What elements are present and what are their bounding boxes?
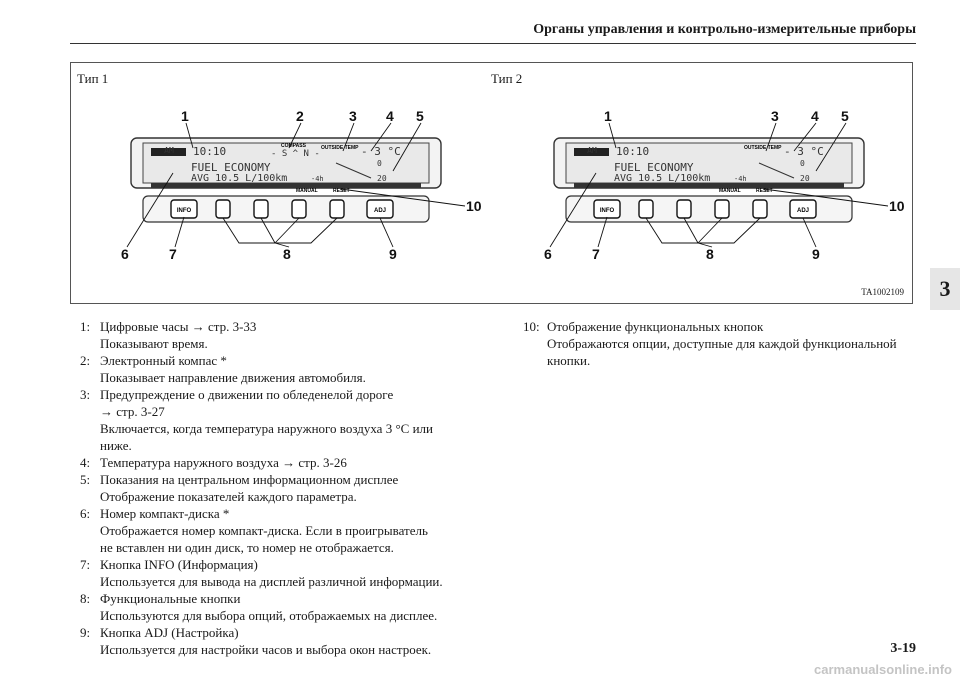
t2-callout-1: 1 <box>604 108 612 124</box>
t2-am: AM <box>587 146 597 155</box>
t2-manual: MANUAL <box>719 188 741 194</box>
figure-code: TA1002109 <box>861 287 904 297</box>
t2-outside-temp-label: OUTSIDE TEMP <box>744 145 782 151</box>
figure-type1-label: Тип 1 <box>77 71 109 86</box>
page-header: Органы управления и контрольно-измерител… <box>533 22 916 37</box>
watermark: carmanualsonline.info <box>814 662 952 677</box>
t2-reset: RESET <box>756 188 773 194</box>
legend-item-10: 10: Отображение функциональных кнопок От… <box>523 319 897 368</box>
t1-callout-2: 2 <box>296 108 304 124</box>
t2-adj-button: ADJ <box>797 208 809 214</box>
t2-minus4h: -4h <box>734 175 747 183</box>
t1-avg: AVG 10.5 L/100km <box>191 173 287 184</box>
t2-callout-7: 7 <box>592 246 600 262</box>
t1-callout-7: 7 <box>169 246 177 262</box>
t1-fuel: FUEL ECONOMY <box>191 161 271 174</box>
t2-zero: 0 <box>800 159 805 168</box>
t1-manual: MANUAL <box>296 188 318 194</box>
legend-right-column: 10: Отображение функциональных кнопок От… <box>523 318 923 369</box>
t1-minus4h: -4h <box>311 175 324 183</box>
t1-callout-5: 5 <box>416 108 424 124</box>
t1-reset: RESET <box>333 188 350 194</box>
t1-info-button: INFO <box>177 208 192 214</box>
t1-callout-4: 4 <box>386 108 394 124</box>
legend-item-1: 1: Цифровые часы → стр. 3-33 Показывают … <box>80 319 257 351</box>
chapter-tab: 3 <box>930 268 960 310</box>
legend-item-6: 6: Номер компакт-диска * Отображается но… <box>80 506 428 555</box>
t1-twenty: 20 <box>377 174 387 183</box>
type1-panel: AM 10:10 COMPASS - S ^ N - OUTSIDE TEMP … <box>121 108 482 262</box>
t2-twenty: 20 <box>800 174 810 183</box>
t2-callout-8: 8 <box>706 246 714 262</box>
legend-item-5: 5: Показания на центральном информационн… <box>80 472 399 504</box>
header-rule <box>70 43 916 44</box>
t2-temp: - 3 °C <box>784 145 824 158</box>
legend-item-9: 9: Кнопка ADJ (Настройка) Используется д… <box>80 625 432 657</box>
t2-callout-10: 10 <box>889 198 905 214</box>
t1-callout-1: 1 <box>181 108 189 124</box>
t1-outside-temp-label: OUTSIDE TEMP <box>321 145 359 151</box>
legend-item-8: 8: Функциональные кнопки Используются дл… <box>80 591 438 623</box>
t2-callout-5: 5 <box>841 108 849 124</box>
page-number: 3-19 <box>890 641 916 656</box>
t1-callout-9: 9 <box>389 246 397 262</box>
legend-item-3: 3: Предупреждение о движении по обледене… <box>80 387 433 453</box>
legend-item-2: 2: Электронный компас * Показывает напра… <box>80 353 366 385</box>
t1-clock: 10:10 <box>193 145 226 158</box>
legend-item-4: 4: Температура наружного воздуха → стр. … <box>80 455 347 470</box>
legend-item-7: 7: Кнопка INFO (Информация) Используется… <box>80 557 443 589</box>
t1-callout-3: 3 <box>349 108 357 124</box>
t2-callout-3: 3 <box>771 108 779 124</box>
figure-type2-label: Тип 2 <box>491 71 523 86</box>
t2-avg: AVG 10.5 L/100km <box>614 173 710 184</box>
t1-callout-10: 10 <box>466 198 482 214</box>
t1-compass-label: COMPASS <box>281 143 307 149</box>
t2-info-button: INFO <box>600 208 615 214</box>
t1-callout-8: 8 <box>283 246 291 262</box>
t1-callout-6: 6 <box>121 246 129 262</box>
display-diagram: AM 10:10 COMPASS - S ^ N - OUTSIDE TEMP … <box>121 108 905 262</box>
type2-panel: AM 10:10 OUTSIDE TEMP - 3 °C FUEL ECONOM… <box>544 108 905 262</box>
t1-am: AM <box>164 146 174 155</box>
t1-zero: 0 <box>377 159 382 168</box>
t1-adj-button: ADJ <box>374 208 386 214</box>
t2-callout-4: 4 <box>811 108 819 124</box>
t1-temp: - 3 °C <box>361 145 401 158</box>
figure: Тип 1 Тип 2 TA1002109 AM 10:10 COMPASS -… <box>70 62 913 304</box>
legend-left-column: 1: Цифровые часы → стр. 3-33 Показывают … <box>80 318 480 658</box>
t2-callout-6: 6 <box>544 246 552 262</box>
t1-compass-dirs: - S ^ N - <box>271 149 320 159</box>
t2-fuel: FUEL ECONOMY <box>614 161 694 174</box>
t2-clock: 10:10 <box>616 145 649 158</box>
t2-callout-9: 9 <box>812 246 820 262</box>
